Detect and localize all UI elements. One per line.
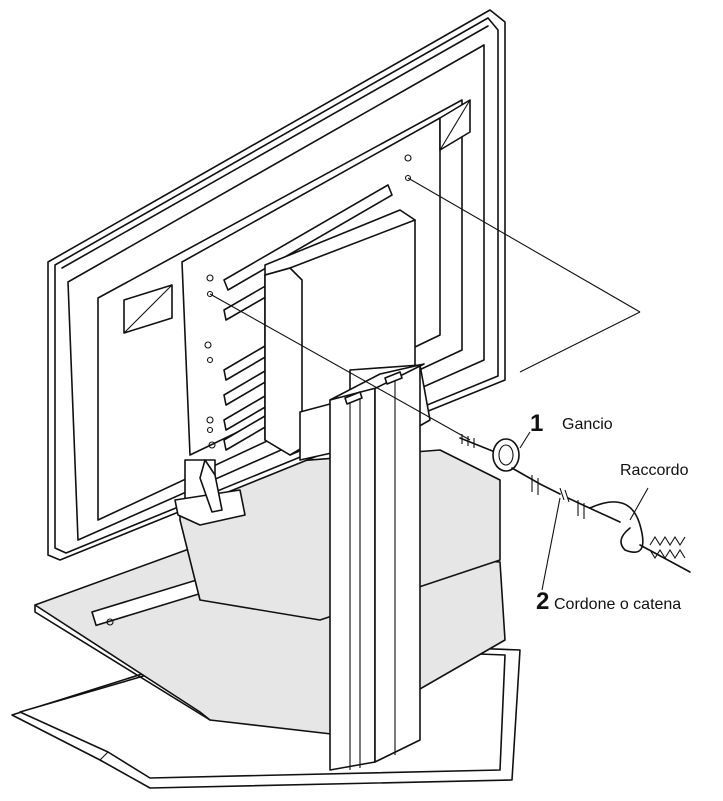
cord-callout-label: Cordone o catena bbox=[554, 596, 682, 613]
stand-pillar bbox=[329, 363, 425, 771]
cord-callout-number: 2 bbox=[536, 588, 550, 615]
hook-icon bbox=[459, 434, 520, 472]
fitting-callout-label: Raccordo bbox=[620, 462, 689, 479]
leader-lines bbox=[519, 431, 649, 591]
cord-icon bbox=[511, 467, 621, 523]
hook-callout-number: 1 bbox=[530, 410, 544, 437]
fitting-icon bbox=[589, 501, 691, 573]
guide-lines bbox=[209, 177, 641, 441]
hook-callout-label: Gancio bbox=[562, 416, 613, 433]
